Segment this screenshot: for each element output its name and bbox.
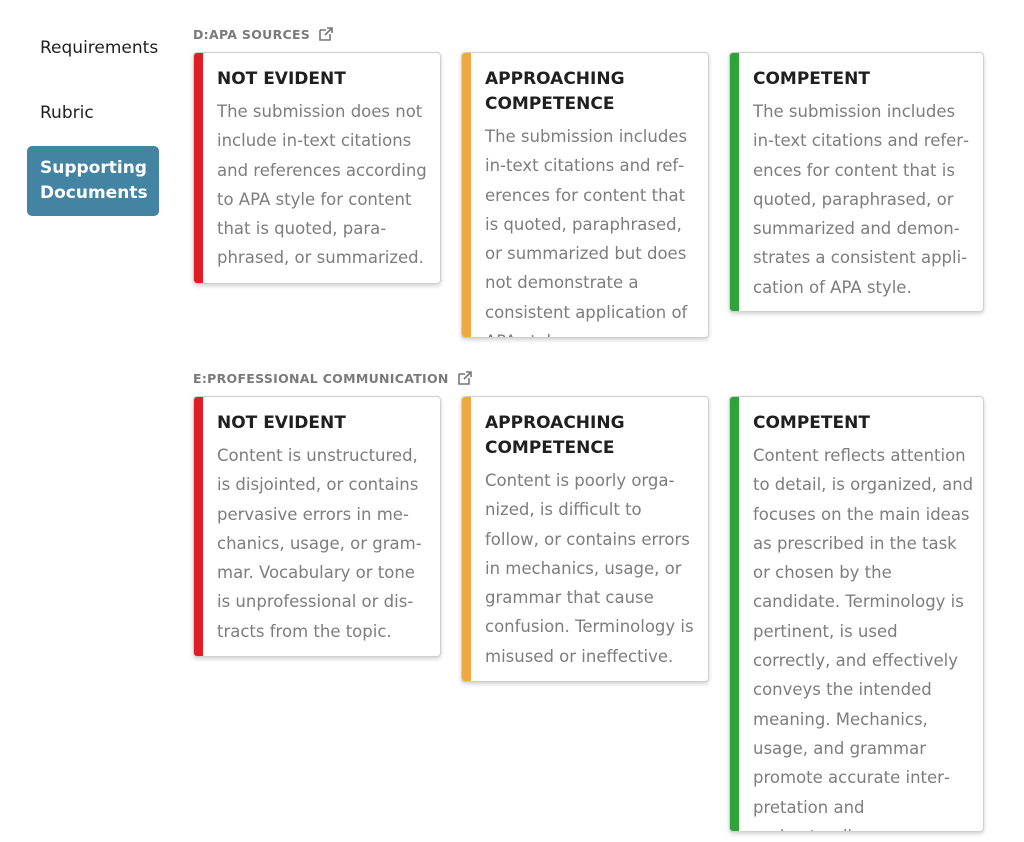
external-link-icon[interactable] — [457, 370, 473, 386]
card-description: Content is poorly orga­nized, is difficu… — [485, 471, 694, 666]
section-title: D:APA SOURCES — [193, 26, 311, 42]
card-description: Content is unstructured, is disjointed, … — [217, 446, 422, 641]
nav-supporting-documents[interactable]: Supporting Documents — [27, 146, 159, 216]
card-description: The submission includes in-text citation… — [753, 102, 970, 297]
status-bar-red — [194, 53, 203, 283]
card-title: NOT EVIDENT — [217, 69, 346, 89]
card-description: The submission does not include in-text … — [217, 102, 427, 268]
rubric-card-competent: COMPETENT Content reflects attention to … — [729, 396, 984, 832]
card-description: The submission includes in-text citation… — [485, 127, 688, 337]
nav-rubric[interactable]: Rubric — [40, 103, 94, 123]
status-bar-orange — [462, 397, 471, 681]
external-link-icon[interactable] — [318, 26, 334, 42]
nav-requirements[interactable]: Requirements — [40, 38, 159, 58]
rubric-card-approaching-competence: APPROACHING COMPETENCE Content is poorly… — [461, 396, 709, 682]
card-title: COMPETENT — [753, 413, 870, 433]
card-title: APPROACHING COMPETENCE — [485, 69, 625, 114]
section-heading-apa-sources: D:APA SOURCES — [193, 24, 334, 44]
rubric-card-competent: COMPETENT The submission includes in-tex… — [729, 52, 984, 312]
rubric-card-not-evident: NOT EVIDENT Content is unstructured, is … — [193, 396, 441, 657]
status-bar-red — [194, 397, 203, 656]
status-bar-green — [730, 397, 739, 831]
card-title: APPROACHING COMPETENCE — [485, 413, 625, 458]
status-bar-orange — [462, 53, 471, 337]
rubric-card-approaching-competence: APPROACHING COMPETENCE The submission in… — [461, 52, 709, 338]
section-title: E:PROFESSIONAL COMMUNICATION — [193, 370, 449, 386]
rubric-card-not-evident: NOT EVIDENT The submission does not incl… — [193, 52, 441, 284]
section-heading-professional-communication: E:PROFESSIONAL COMMUNICATION — [193, 368, 473, 388]
card-description: Content reflects attention to detail, is… — [753, 446, 974, 831]
card-title: COMPETENT — [753, 69, 870, 89]
status-bar-green — [730, 53, 739, 311]
card-title: NOT EVIDENT — [217, 413, 346, 433]
